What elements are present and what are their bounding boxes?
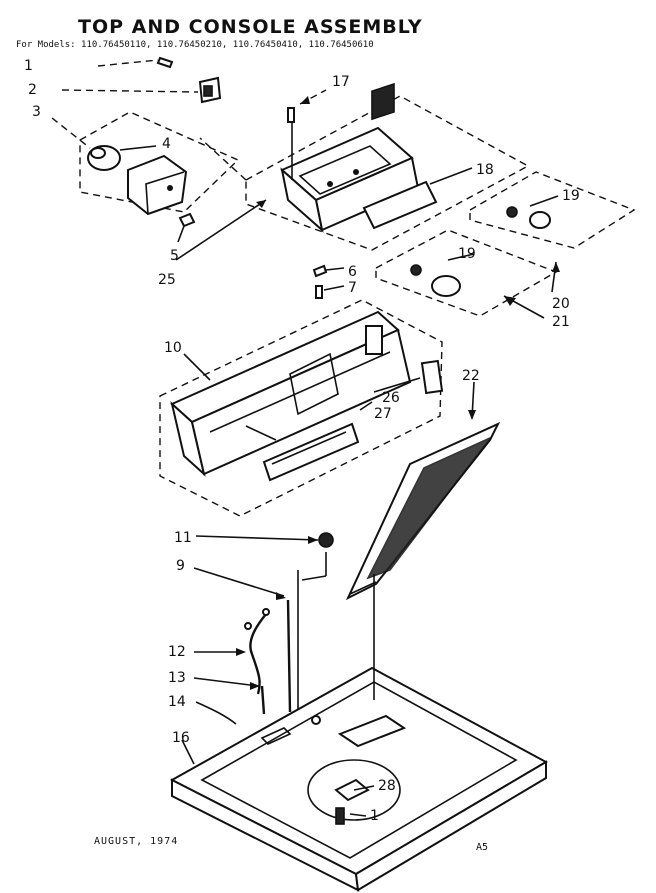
callout-7: 7 xyxy=(348,280,357,296)
leader-14 xyxy=(195,701,237,725)
screw-6 xyxy=(312,264,328,278)
knob-19-upper xyxy=(469,171,636,249)
callout-22: 22 xyxy=(462,368,480,384)
callout-26: 26 xyxy=(382,390,400,406)
screw-5 xyxy=(178,212,196,228)
callout-16: 16 xyxy=(172,730,190,746)
callout-19-lower: 19 xyxy=(458,246,476,262)
callout-10: 10 xyxy=(164,340,182,356)
callout-21: 21 xyxy=(552,314,570,330)
callout-1-top: 1 xyxy=(24,58,33,74)
callout-12: 12 xyxy=(168,644,186,660)
callout-13: 13 xyxy=(168,670,186,686)
callout-19-upper: 19 xyxy=(562,188,580,204)
page-code: A5 xyxy=(476,842,489,853)
screw-1 xyxy=(156,56,174,69)
top-16 xyxy=(169,574,549,892)
bracket-28 xyxy=(334,778,370,802)
control-panel-group xyxy=(199,82,530,251)
callout-11: 11 xyxy=(174,530,192,546)
diagram-title: TOP AND CONSOLE ASSEMBLY xyxy=(78,16,423,38)
callout-3: 3 xyxy=(32,104,41,120)
console-group xyxy=(159,264,444,517)
screw-17 xyxy=(287,107,295,123)
rod-9 xyxy=(286,599,292,713)
timer-knob-group xyxy=(51,56,240,243)
callout-20: 20 xyxy=(552,296,570,312)
screw-7 xyxy=(315,285,323,299)
callout-4: 4 xyxy=(162,136,171,152)
callout-9: 9 xyxy=(176,558,185,574)
callout-14: 14 xyxy=(168,694,186,710)
nut-11 xyxy=(318,532,334,548)
callout-6: 6 xyxy=(348,264,357,280)
callout-25: 25 xyxy=(158,272,176,288)
callout-28: 28 xyxy=(378,778,396,794)
knob-19-lower xyxy=(375,229,558,317)
callout-18: 18 xyxy=(476,162,494,178)
timer-4 xyxy=(127,154,188,216)
callout-1-bottom: 1 xyxy=(370,808,379,824)
callout-2: 2 xyxy=(28,82,37,98)
panel-26 xyxy=(262,422,360,482)
group-outline-3 xyxy=(79,111,240,213)
leader-25 xyxy=(175,199,267,261)
window-27 xyxy=(420,359,444,395)
revision-date: AUGUST, 1974 xyxy=(94,836,179,847)
model-numbers: For Models: 110.76450110, 110.76450210, … xyxy=(16,40,374,50)
callout-27: 27 xyxy=(374,406,392,422)
screw-1-lower xyxy=(335,807,345,825)
callout-5: 5 xyxy=(170,248,179,264)
screw-13 xyxy=(260,685,266,715)
wire-12 xyxy=(249,613,267,695)
nameplate-18 xyxy=(362,180,438,230)
callout-17: 17 xyxy=(332,74,350,90)
lint-screen-22 xyxy=(345,381,501,601)
